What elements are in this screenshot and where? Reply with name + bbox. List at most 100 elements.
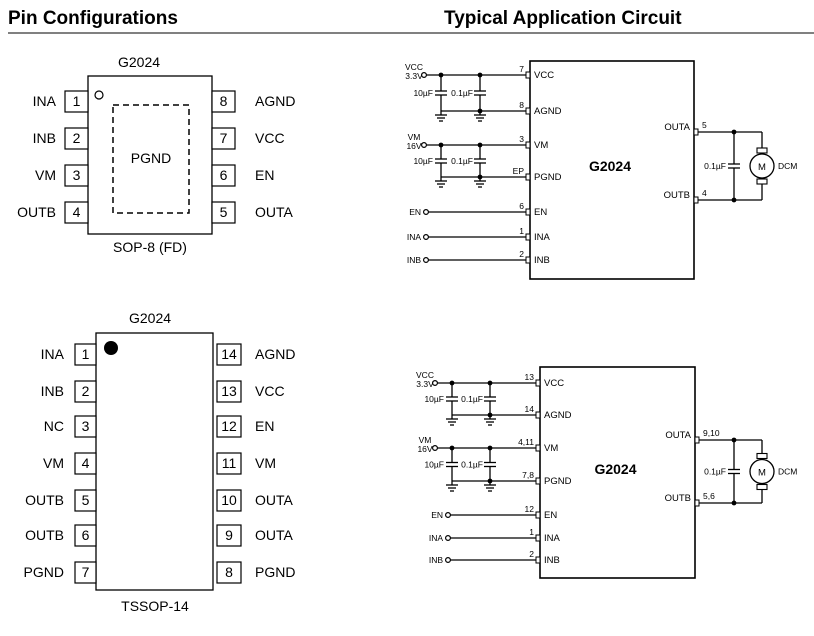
pin-stub [535,411,541,419]
tssop14-body [95,332,214,591]
pin-box [216,489,242,512]
pin-name: EN [255,418,274,434]
sop8-exposed-pad [112,104,190,214]
pin-stub [525,107,531,115]
pin-stub [535,477,541,485]
pin-box [211,90,236,113]
motor-label: DCM [778,161,797,171]
motor-brush [756,178,768,185]
pin-stub [535,379,541,387]
capacitor-value: 0.1µF [451,156,473,166]
pin-name: OUTA [255,527,294,543]
pin-number: 2 [82,383,90,399]
pin-stub [694,499,700,507]
chip-pin-number: 8 [519,100,524,110]
sop8-pad-label: PGND [131,150,171,166]
chip-pin-number: EP [513,166,525,176]
pin-box [74,452,97,475]
pin-name: NC [44,418,64,434]
pin-box [211,164,236,187]
pin-box [74,561,97,584]
output-pin-name: OUTA [664,122,690,133]
chip-pin-name: AGND [534,106,562,117]
vcc-label: VCC [405,62,423,72]
chip-pin-number: 7,8 [522,470,534,480]
tssop14-pin1-marker [104,341,118,355]
pin-stub [535,534,541,542]
pin-number: 9 [225,527,233,543]
pin-number: 11 [222,455,237,471]
capacitor-value: 10µF [413,88,433,98]
sop8-part-label: G2024 [118,54,160,70]
chip-pin-name: PGND [534,172,562,183]
pin-name: OUTB [25,527,64,543]
capacitor-value: 10µF [424,460,444,470]
pin-name: VCC [255,130,285,146]
motor-letter: M [758,162,766,173]
pin-number: 5 [82,492,90,508]
pin-number: 12 [221,418,237,434]
pin-name: OUTA [255,492,294,508]
pin-number: 1 [82,346,90,362]
pin-name: OUTB [25,492,64,508]
chip-pin-number: 13 [525,372,535,382]
terminal [445,511,452,518]
terminal [421,142,428,149]
chip-pin-name: INB [544,555,560,566]
pin-name: PGND [24,564,64,580]
terminal [432,445,439,452]
pin-box [216,343,242,366]
logic-input-label: INB [429,555,444,565]
vm-value: 16V [417,444,432,454]
pin-name: AGND [255,346,295,362]
pin-box [216,452,242,475]
chip-pin-number: 12 [525,504,535,514]
pin-box [216,524,242,547]
chip-body [539,366,696,579]
chip-pin-number: 1 [519,226,524,236]
motor-label: DCM [778,467,797,477]
pin-name: INA [41,346,65,362]
pin-box [74,415,97,438]
logic-input-label: INB [407,255,422,265]
pin-number: 3 [73,167,81,183]
capacitor-value: 0.1µF [451,88,473,98]
chip-pin-number: 6 [519,201,524,211]
pin-number: 13 [221,383,237,399]
tssop14-package: G2024 TSSOP-14 1INA2INB3NC4VM5OUTB6OUTB7… [24,310,296,614]
pin-number: 2 [73,130,81,146]
pin-name: EN [255,167,274,183]
pin-number: 4 [73,204,81,220]
chip-pin-name: VM [544,443,558,454]
motor-symbol [749,458,775,485]
pin-name: INB [41,383,64,399]
chip-body [529,60,695,280]
motor-capacitor-value: 0.1µF [704,161,726,171]
pin-stub [693,196,699,204]
pin-box [216,380,242,403]
terminal [445,556,452,563]
logic-input-label: INA [429,533,444,543]
chip-pin-name: INB [534,255,550,266]
chip-name: G2024 [589,158,631,174]
pin-stub [693,128,699,136]
vm-value: 16V [406,141,421,151]
vm-label: VM [419,435,432,445]
pin-number: 8 [225,564,233,580]
pin-box [74,489,97,512]
pin-number: 4 [82,455,90,471]
sop8-body [87,75,213,235]
output-pin-name: OUTB [664,190,690,201]
pin-stub [525,71,531,79]
vm-label: VM [408,132,421,142]
pin-box [64,164,89,187]
pin-number: 6 [220,167,228,183]
terminal [423,234,430,241]
pin-name: OUTA [255,204,294,220]
motor-brush [756,452,768,460]
chip-pin-number: 2 [529,549,534,559]
pin-stub [535,444,541,452]
motor-brush [756,483,768,491]
capacitor-value: 0.1µF [461,394,483,404]
